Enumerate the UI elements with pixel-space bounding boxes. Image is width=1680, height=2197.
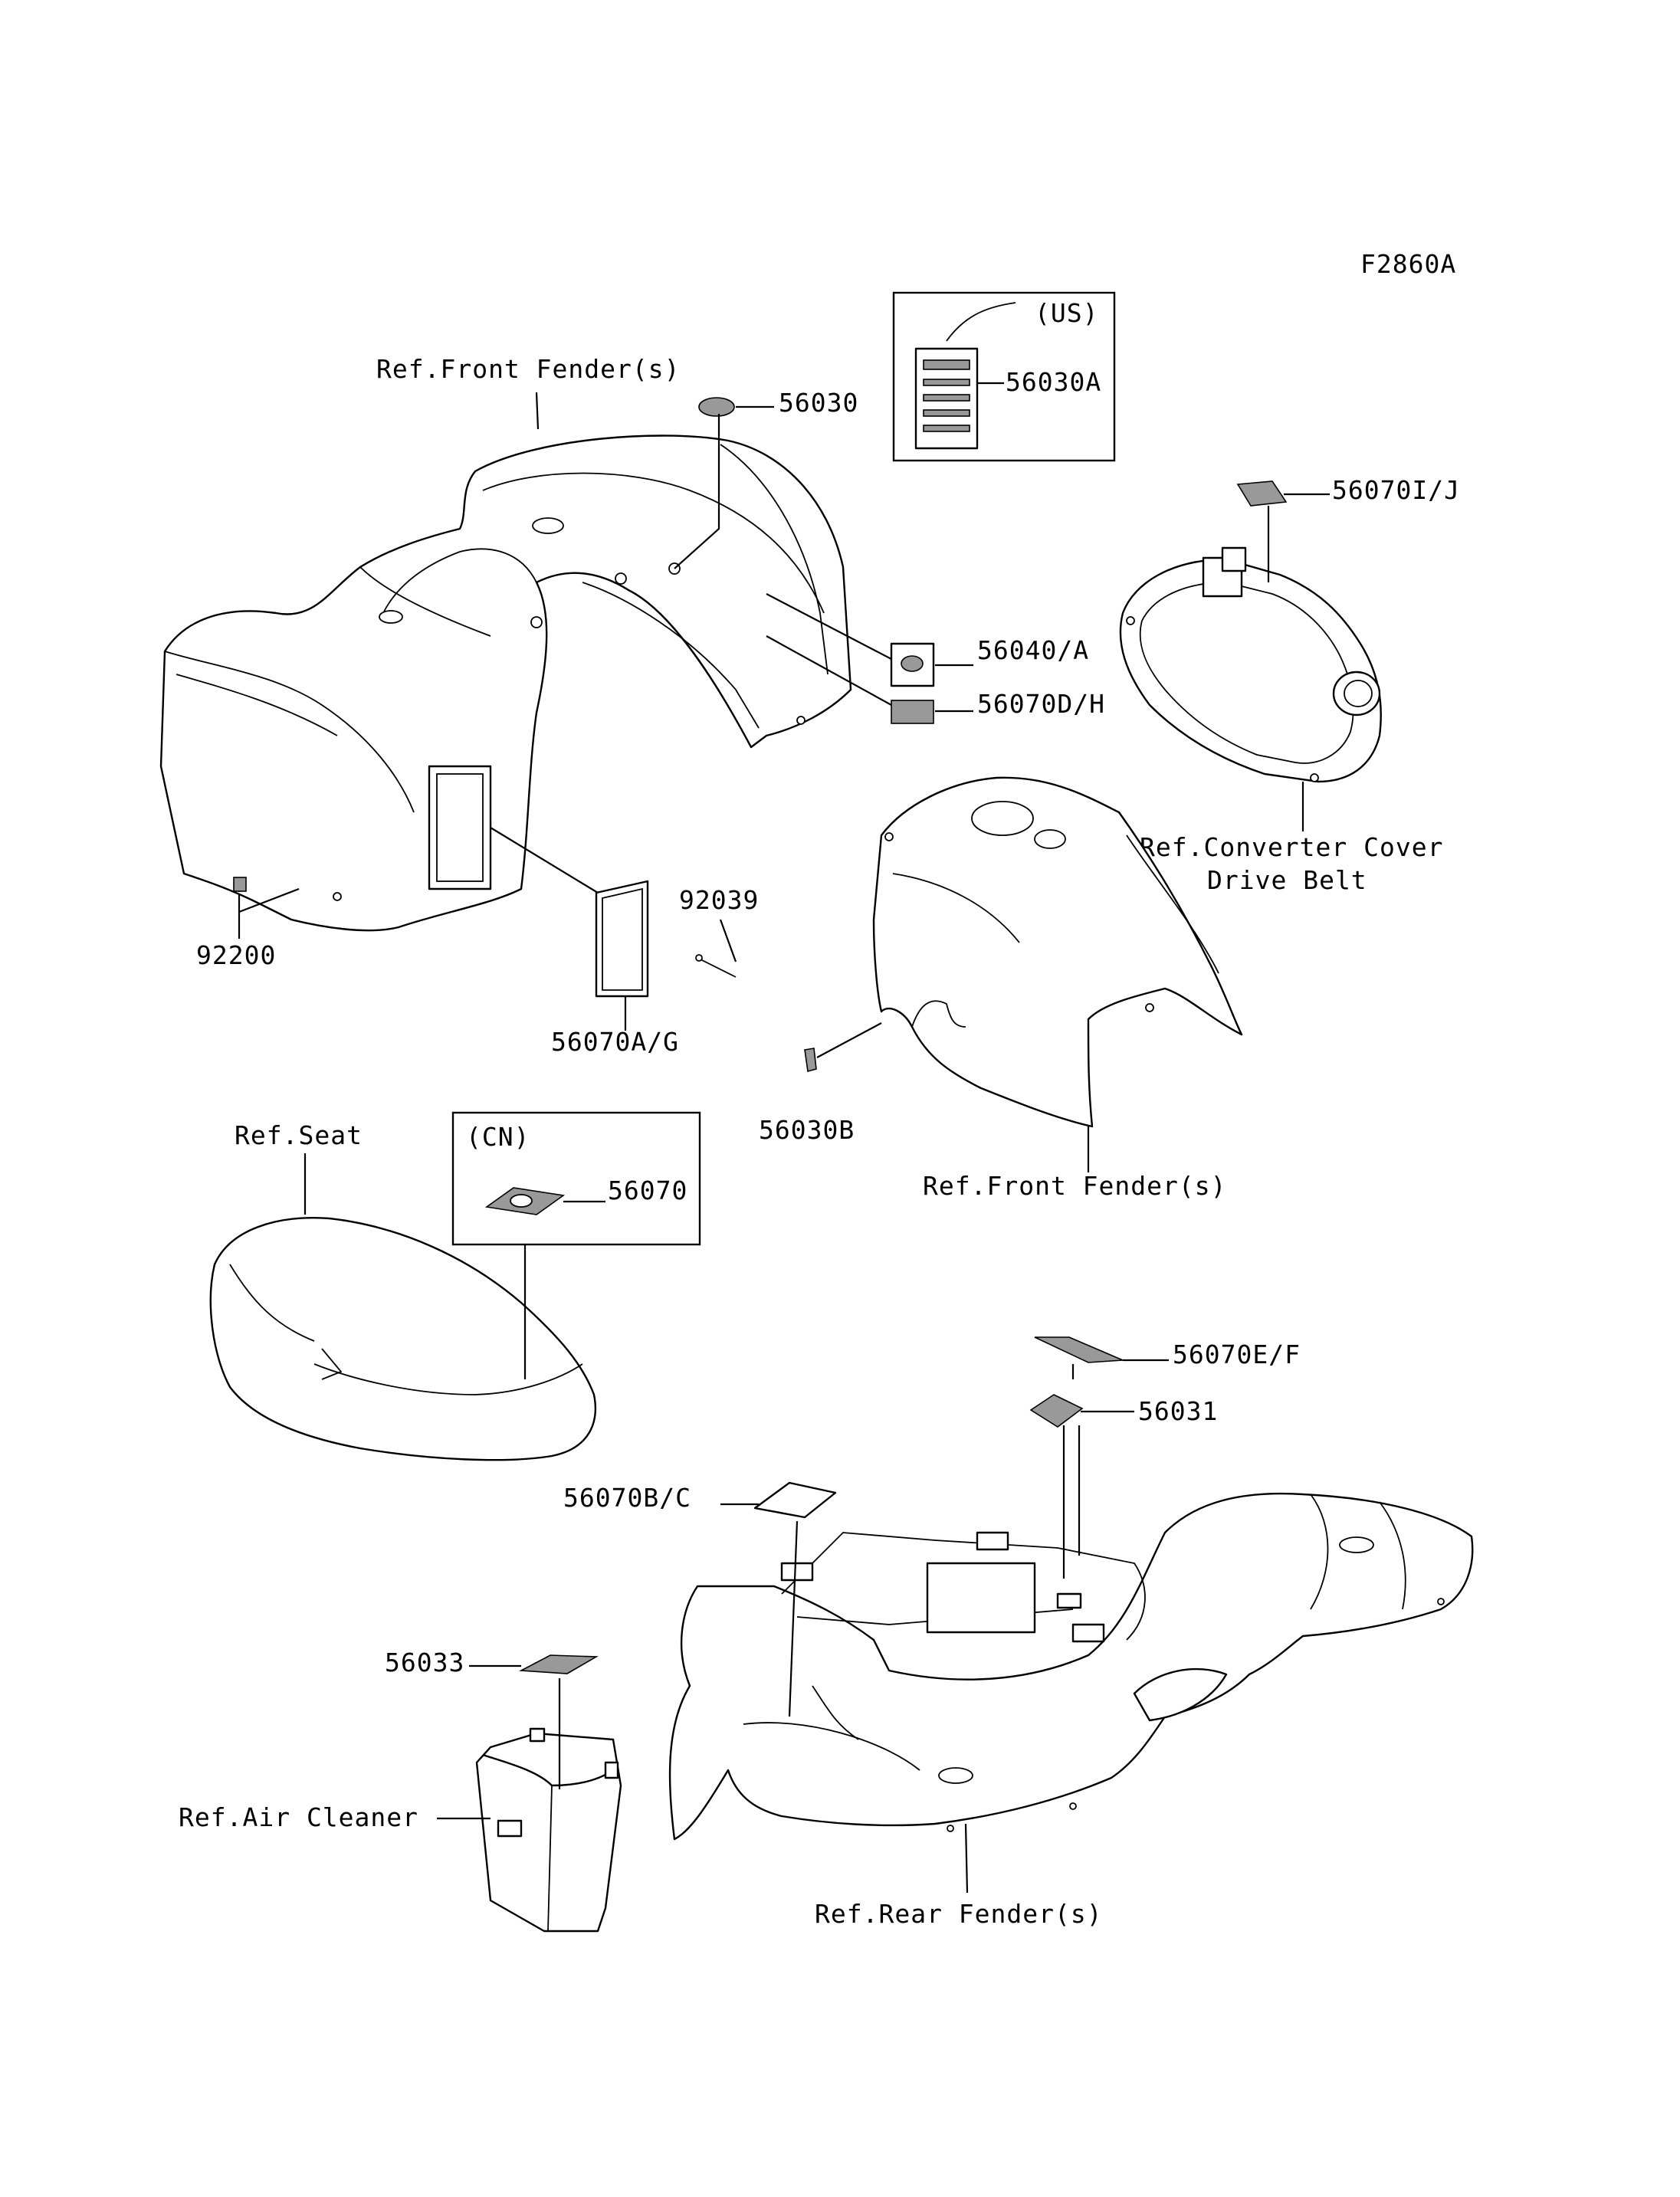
decal-56030a-tag <box>914 302 1016 450</box>
label-air-cleaner-ref: Ref.Air Cleaner <box>179 1802 418 1832</box>
rear-fender <box>668 1492 1474 1841</box>
decal-56070ij <box>1236 480 1288 507</box>
converter-cover <box>1119 546 1382 783</box>
decal-56031 <box>1029 1394 1084 1428</box>
label-56070ag: 56070A/G <box>551 1027 679 1057</box>
label-56070dh: 56070D/H <box>977 689 1105 719</box>
decal-56030b <box>804 1048 817 1073</box>
decal-56030 <box>698 397 735 417</box>
label-56030a: 56030A <box>1006 367 1101 397</box>
screw-92039 <box>697 957 737 978</box>
label-56040a: 56040/A <box>977 635 1089 665</box>
front-fender-upper <box>159 434 852 932</box>
label-56070bc: 56070B/C <box>563 1483 691 1513</box>
cn-variant-box <box>451 1111 701 1246</box>
decal-56070ag <box>595 880 649 998</box>
leader-lines <box>238 382 1330 1894</box>
us-variant-box <box>892 291 1116 462</box>
label-drive-belt-ref: Drive Belt <box>1207 865 1367 895</box>
decal-56070bc <box>753 1481 837 1519</box>
label-cn-box-title: (CN) <box>466 1122 530 1152</box>
label-56070ef: 56070E/F <box>1173 1340 1301 1369</box>
label-56033: 56033 <box>385 1648 464 1677</box>
label-56030b: 56030B <box>759 1115 855 1145</box>
label-seat-ref: Ref.Seat <box>235 1120 363 1150</box>
label-56070: 56070 <box>608 1176 687 1205</box>
decal-56070dh <box>891 700 934 724</box>
front-fender-center <box>872 776 1243 1128</box>
label-converter-cover-ref: Ref.Converter Cover <box>1140 832 1444 862</box>
label-rear-fender-ref: Ref.Rear Fender(s) <box>815 1899 1103 1929</box>
label-92039: 92039 <box>679 885 759 915</box>
fender-label-slot <box>428 765 492 890</box>
label-56030: 56030 <box>779 388 858 418</box>
seat <box>209 1217 597 1461</box>
label-92200: 92200 <box>196 940 276 970</box>
label-front-fender-ref-top: Ref.Front Fender(s) <box>376 354 681 384</box>
decal-56033 <box>519 1654 599 1674</box>
label-front-fender-ref-bottom: Ref.Front Fender(s) <box>923 1171 1227 1201</box>
air-cleaner <box>475 1727 622 1933</box>
label-56070ij: 56070I/J <box>1332 475 1460 505</box>
decal-56070ef <box>1034 1336 1124 1363</box>
label-us-box-title: (US) <box>1035 298 1098 328</box>
label-56031: 56031 <box>1138 1396 1218 1426</box>
diagram-code: F2860A <box>1360 249 1456 279</box>
clip-92200 <box>233 877 247 892</box>
